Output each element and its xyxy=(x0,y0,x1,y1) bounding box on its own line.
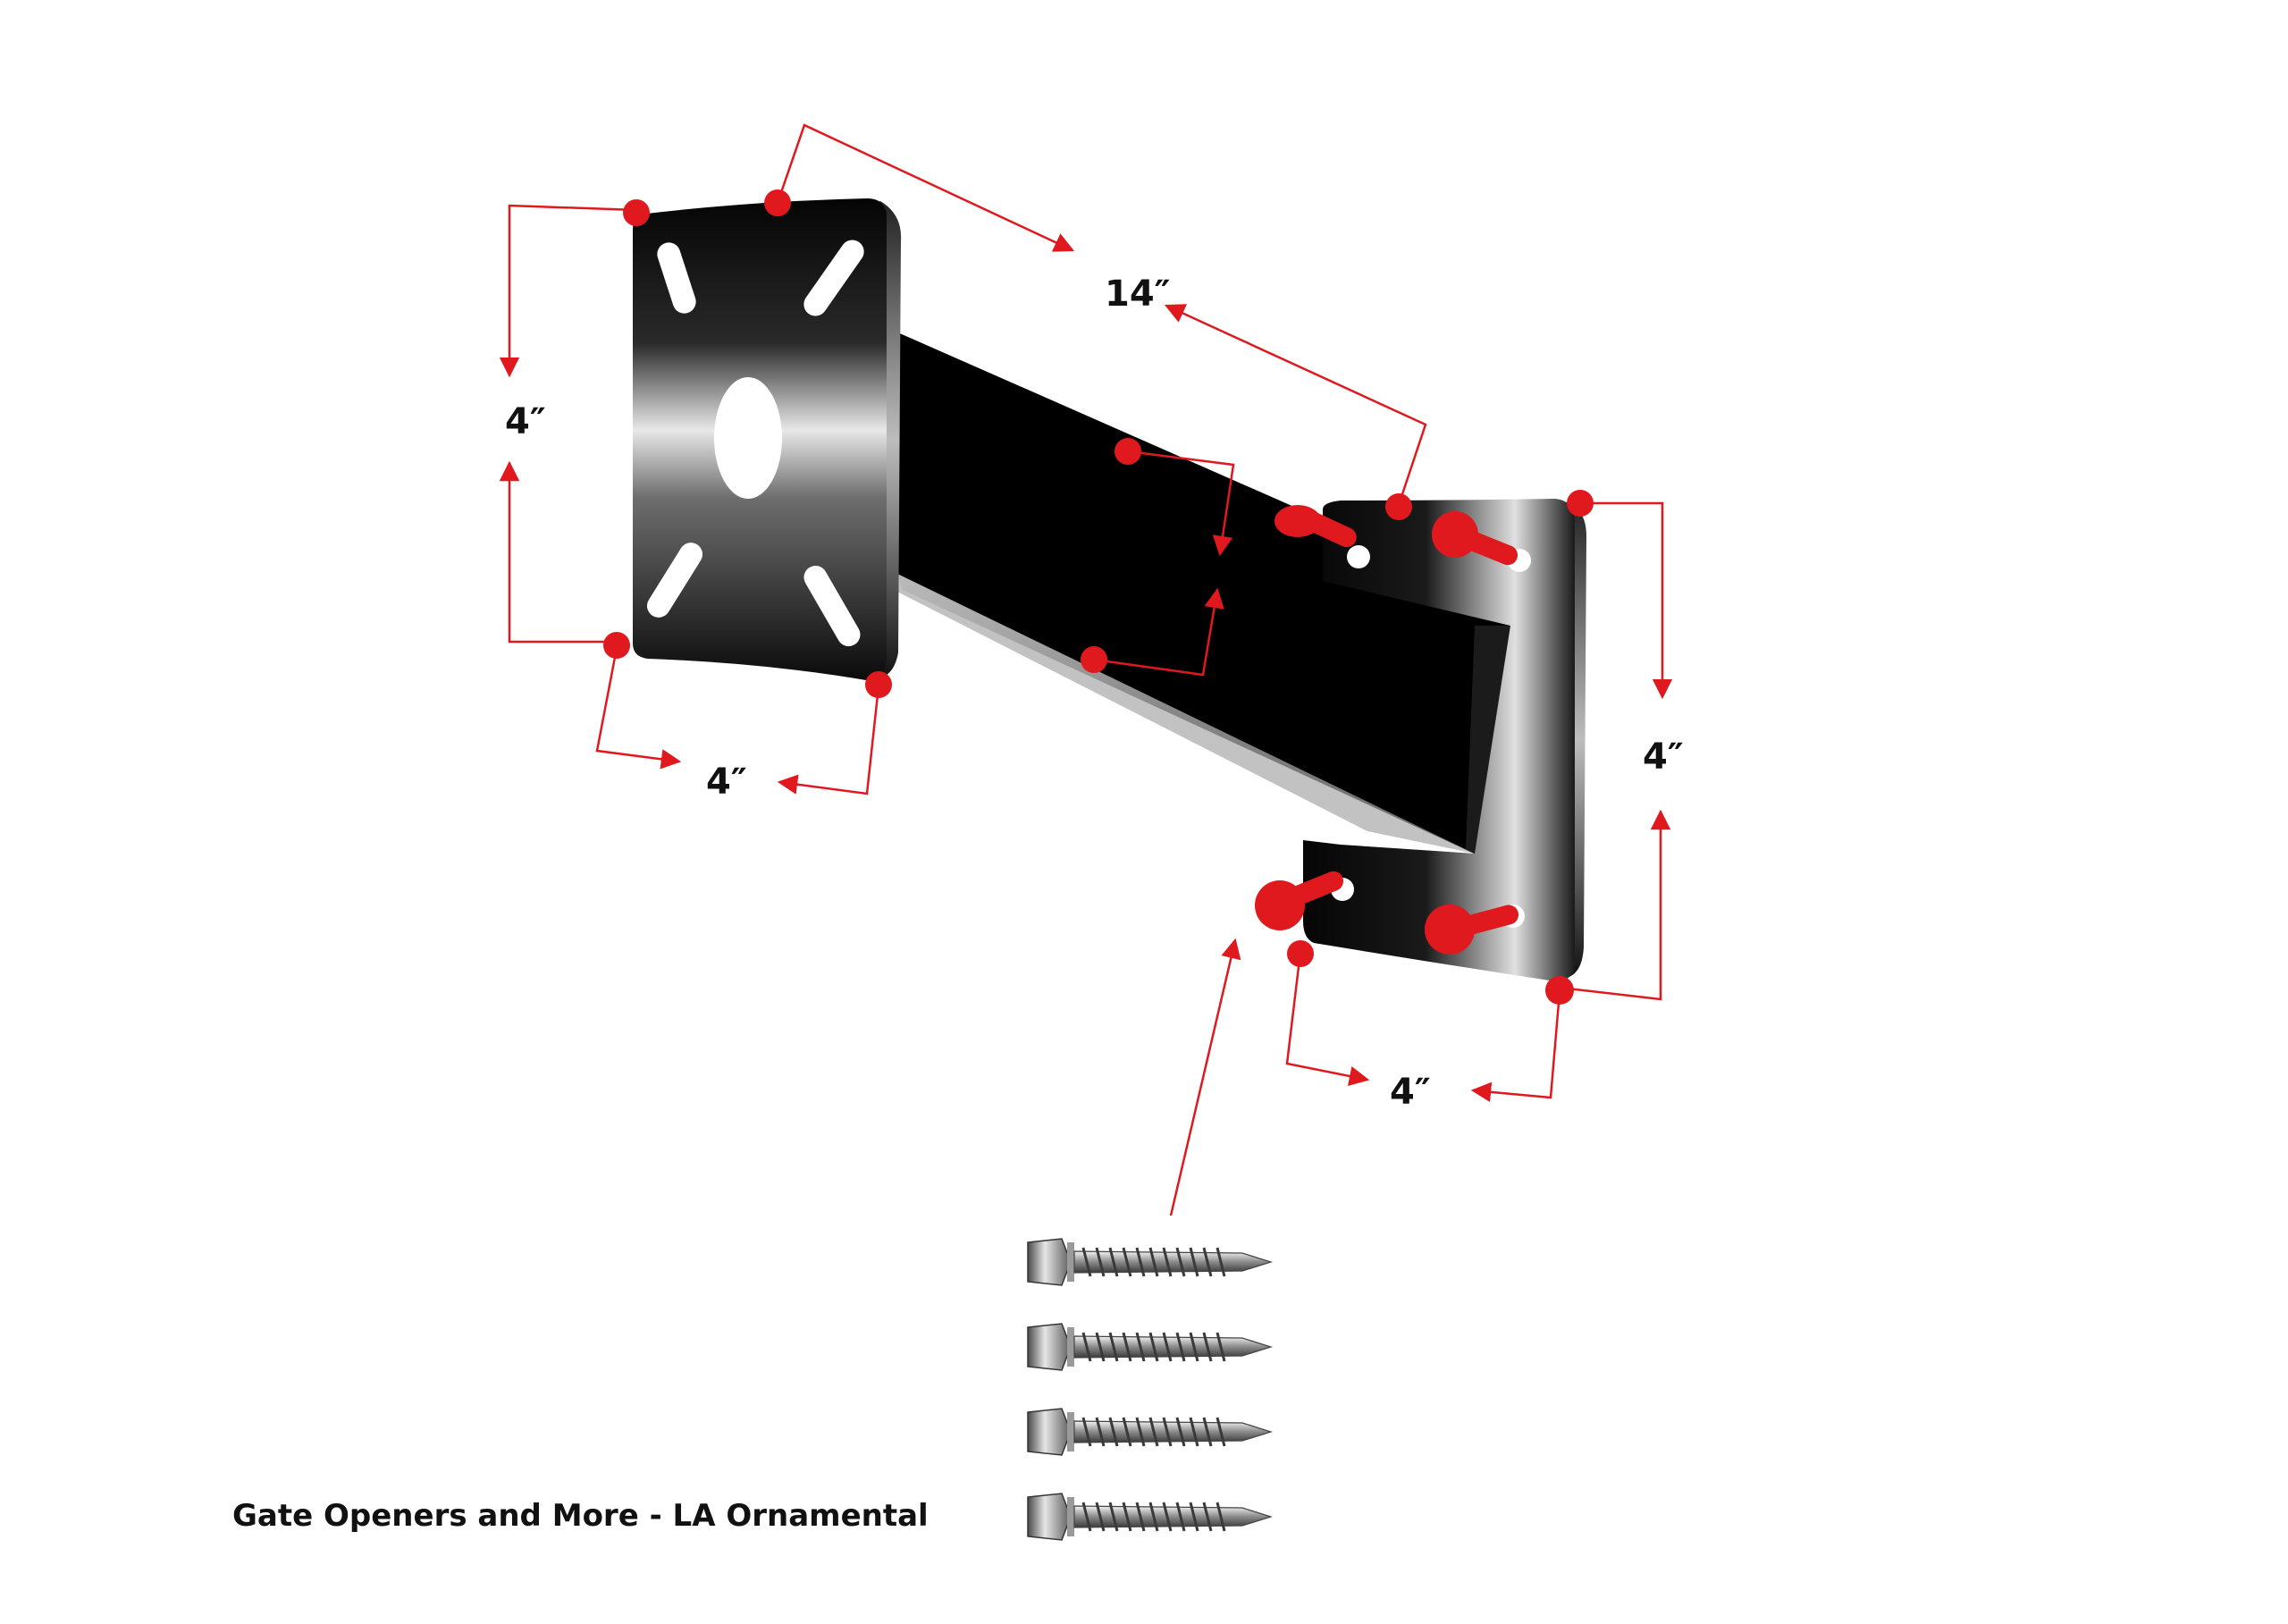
dimension-endpoint-dots xyxy=(603,189,1594,1005)
screw-marker-top-left xyxy=(1274,505,1357,548)
right-plate-height-label: 4″ xyxy=(1643,736,1684,778)
screw-marker-bottom-right xyxy=(1425,905,1519,955)
dimension-lines xyxy=(499,123,1673,1216)
right-mounting-plate xyxy=(1303,499,1586,981)
caption: Gate Openers and More - LA Ornamental xyxy=(232,1498,929,1534)
bracket-arm xyxy=(894,331,1510,858)
left-plate-slots xyxy=(646,240,864,647)
screw-icon xyxy=(1027,1238,1274,1286)
screw-location-markers xyxy=(1255,505,1519,955)
right-plate-width-label: 4″ xyxy=(1390,1072,1431,1113)
screw-marker-top-right xyxy=(1432,511,1518,566)
left-plate-height-label: 4″ xyxy=(505,401,546,442)
screw-icon xyxy=(1027,1493,1274,1541)
left-mounting-plate xyxy=(633,198,902,681)
left-plate-width-label: 4″ xyxy=(706,762,747,803)
screw-icon xyxy=(1027,1408,1274,1456)
screw-marker-bottom-left xyxy=(1255,871,1344,930)
screw-icon xyxy=(1027,1323,1274,1371)
screw-set xyxy=(1027,1238,1274,1541)
arm-length-label: 14″ xyxy=(1105,273,1171,315)
